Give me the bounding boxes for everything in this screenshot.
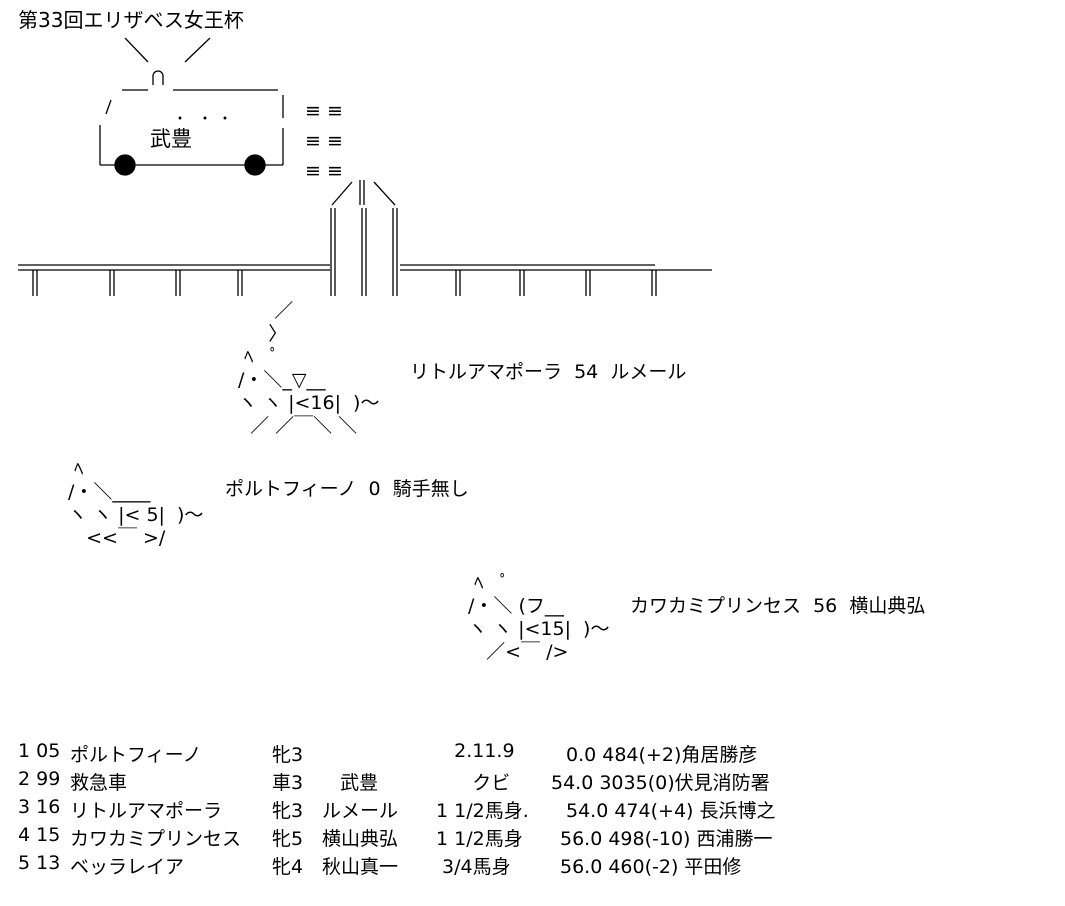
starting-gate-icon [330,180,398,296]
position-number: 3 16 [18,796,61,818]
weight-trainer: 0.0 484(+2)角居勝彦 [566,744,758,766]
race-title: 第33回エリザベス女王杯 [18,8,244,32]
margin: クビ [436,772,511,794]
horse-art-15: ﾍ ﾟ/・＼ (フ__ヽ ヽ |<15| )～ ／<￣ /> [468,572,609,664]
horse-label: カワカミプリンセス 56 横山典弘 [630,595,926,617]
sex-age: 牝3 [272,800,304,822]
table-row: 1 05 ポルトフィーノ 牝3 2.11.9 0.0 484(+2)角居勝彦 [0,740,1065,768]
table-row: 5 13 ベッラレイア 牝4 秋山真一 3/4馬身 56.0 460(-2) 平… [0,852,1065,880]
sex-age: 牝3 [272,744,304,766]
margin: 2.11.9 [436,740,515,762]
art-line: ／ ／￣＼ ＼ [238,415,358,437]
horse-label: リトルアマポーラ 54 ルメール [410,361,687,383]
art-line: <<￣ >/ [68,527,166,549]
weight-trainer: 54.0 474(+4) 長浜博之 [566,800,776,822]
art-line: /・＼_▽__ [238,369,326,391]
weight-trainer: 56.0 498(-10) 西浦勝一 [560,828,773,850]
jockey: ルメール [322,800,399,822]
table-row: 2 99 救急車 車3 武豊 クビ 54.0 3035(0)伏見消防署 [0,768,1065,796]
sex-age: 牝5 [272,828,304,850]
art-line: 〉 [238,323,288,345]
table-row: 3 16 リトルアマポーラ 牝3 ルメール 1 1/2馬身. 54.0 474(… [0,796,1065,824]
margin: 3/4馬身 [436,856,511,878]
art-line: ヽ ヽ |< 5| )～ [68,504,204,526]
weight-trainer: 54.0 3035(0)伏見消防署 [551,772,770,794]
art-line: /・＼____ [68,481,151,503]
margin: 1 1/2馬身 [436,828,523,850]
horse-art-5: ﾍ/・＼____ヽ ヽ |< 5| )～ <<￣ >/ [68,458,203,550]
art-line: ﾍ ﾟ [238,346,280,368]
horse-name: 救急車 [70,772,128,794]
sex-age: 牝4 [272,856,304,878]
horse-name: ベッラレイア [70,856,185,878]
speed-lines: ≡ ≡ ≡ ≡ ≡ ≡ [305,96,343,186]
jockey: 横山典弘 [322,828,399,850]
horse-art-16: ／ 〉 ﾍ ﾟ/・＼_▽__ヽ ヽ |<16| )～ ／ ／￣＼ ＼ [238,300,379,438]
weight-trainer: 56.0 460(-2) 平田修 [560,856,742,878]
margin: 1 1/2馬身. [436,800,529,822]
speed-line: ≡ ≡ [305,160,343,182]
art-line: ／<￣ /> [468,641,569,663]
art-line: ヽ ヽ |<16| )～ [238,392,380,414]
horse-name: リトルアマポーラ [70,800,223,822]
rail-fence-icon [18,264,712,296]
horse-label: ポルトフィーノ 0 騎手無し [225,478,469,500]
speed-line: ≡ ≡ [305,100,343,122]
horse-name: カワカミプリンセス [70,828,242,850]
horse-name: ポルトフィーノ [70,744,202,766]
art-line: /・＼ (フ__ [468,595,564,617]
sex-age: 車3 [272,772,304,794]
art-line: ヽ ヽ |<15| )～ [468,618,610,640]
jockey: 武豊 [322,772,379,794]
position-number: 4 15 [18,824,61,846]
art-line: ／ [238,300,294,322]
speed-line: ≡ ≡ [305,130,343,152]
ambulance-icon [99,37,284,176]
art-line: ﾍ ﾟ [468,572,510,594]
table-row: 4 15 カワカミプリンセス 牝5 横山典弘 1 1/2馬身 56.0 498(… [0,824,1065,852]
ambulance-label: 武豊 [150,127,192,151]
jockey: 秋山真一 [322,856,399,878]
position-number: 5 13 [18,852,61,874]
position-number: 2 99 [18,768,61,790]
art-line: ﾍ [68,458,84,480]
position-number: 1 05 [18,740,61,762]
